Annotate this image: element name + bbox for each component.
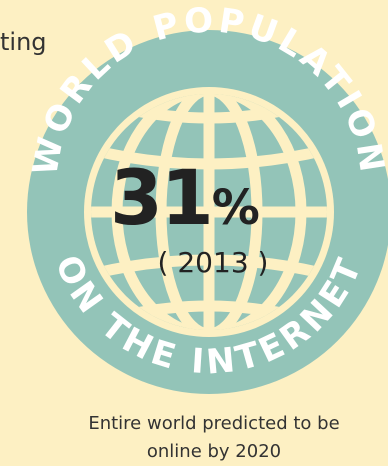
caption-line-2: online by 2020 bbox=[146, 441, 282, 462]
caption: Entire world predicted to be online by 2… bbox=[0, 410, 388, 466]
cut-off-text-fragment: ting bbox=[0, 28, 47, 56]
percentage-number: 31 bbox=[110, 153, 214, 242]
percentage-value: 31% bbox=[110, 160, 310, 236]
caption-line-1: Entire world predicted to be bbox=[88, 413, 340, 434]
year-label: ( 2013 ) bbox=[157, 246, 269, 279]
percentage-sign: % bbox=[211, 180, 260, 236]
world-population-badge: WORLD POPULATION ON THE INTERNET bbox=[25, 0, 388, 394]
